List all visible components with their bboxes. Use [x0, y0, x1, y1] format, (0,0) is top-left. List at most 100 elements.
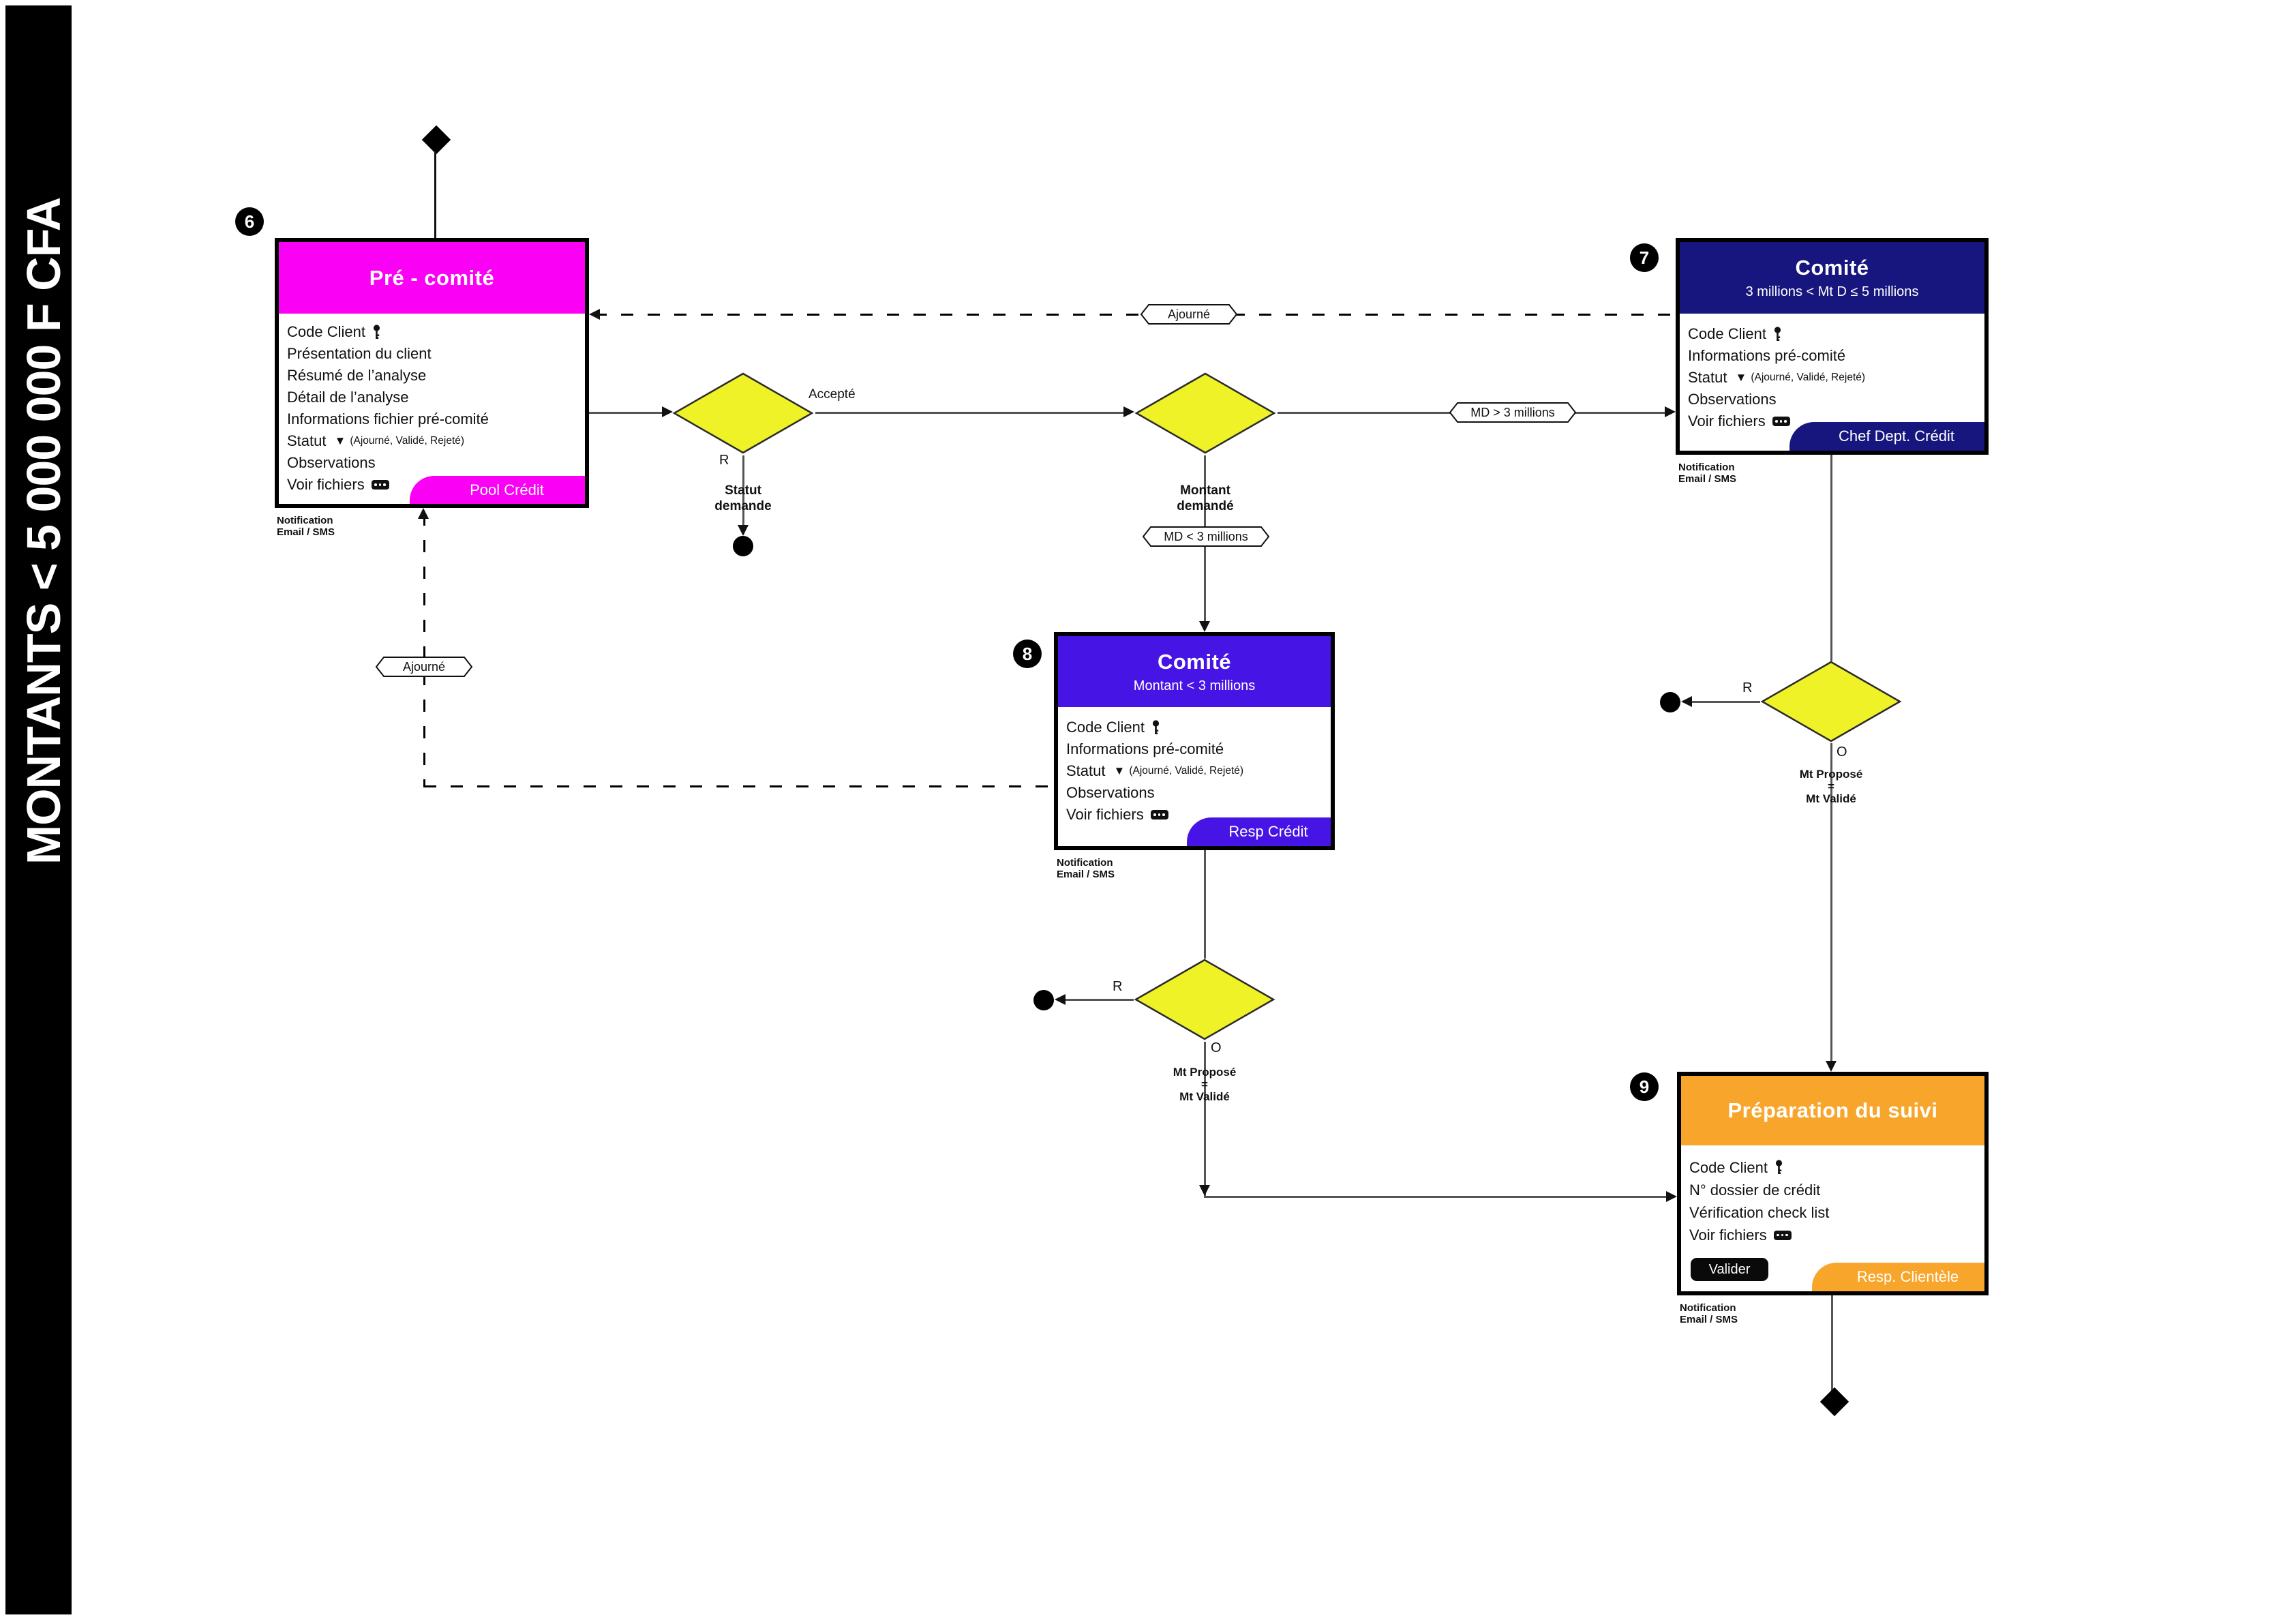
- arrowhead: [589, 309, 600, 320]
- node-header: Comité 3 millions < Mt D ≤ 5 millions: [1680, 242, 1984, 314]
- decision-label: Mt Validé: [1806, 792, 1856, 805]
- field-statut: Statut ▼ (Ajourné, Validé, Rejeté): [1688, 367, 1978, 389]
- decision-mt-propose-right: Mt Proposé = Mt Validé: [1760, 661, 1902, 805]
- hexagon-shape: [1142, 526, 1270, 547]
- connector: [434, 151, 436, 238]
- voir-fichiers-more-icon[interactable]: [371, 480, 389, 490]
- statut-dropdown-icon[interactable]: ▼: [334, 434, 346, 447]
- field-presentation: Présentation du client: [287, 345, 432, 362]
- step-badge-6: 6: [235, 207, 264, 236]
- step-badge-7: 7: [1630, 243, 1659, 272]
- connector: [1066, 999, 1134, 1001]
- decision-label: Mt Proposé: [1173, 1066, 1237, 1079]
- statut-dropdown-icon[interactable]: ▼: [1735, 371, 1747, 384]
- voir-fichiers-more-icon[interactable]: [1150, 810, 1168, 819]
- connector: [815, 412, 1125, 414]
- statut-dropdown-icon[interactable]: ▼: [1113, 764, 1126, 777]
- connector-dashed: [423, 513, 425, 787]
- badge-number: 8: [1022, 643, 1033, 664]
- field-informations: Informations fichier pré-comité: [287, 410, 489, 427]
- node-header: Comité Montant < 3 millions: [1058, 636, 1331, 707]
- decision-label: =: [1201, 1078, 1208, 1091]
- hexagon-shape: [1449, 402, 1577, 423]
- connector: [589, 412, 664, 414]
- arrowhead: [1681, 696, 1692, 707]
- diamond-shape: [672, 372, 814, 454]
- decision-montant-demande: Montant demandé: [1134, 372, 1276, 513]
- field-informations: Informations pré-comité: [1688, 347, 1846, 364]
- edge-label-r: R: [719, 453, 729, 468]
- step-badge-8: 8: [1013, 640, 1042, 668]
- node-subtitle: 3 millions < Mt D ≤ 5 millions: [1745, 284, 1919, 299]
- edge-label-r: R: [1113, 979, 1123, 994]
- decision-label: demande: [714, 499, 772, 513]
- edge-label-md-gt: MD > 3 millions: [1449, 402, 1577, 423]
- arrowhead: [1055, 994, 1066, 1005]
- diamond-shape: [1134, 959, 1275, 1040]
- field-dossier: N° dossier de crédit: [1689, 1181, 1821, 1199]
- node-title: Préparation du suivi: [1727, 1098, 1938, 1122]
- edge-label-md-lt: MD < 3 millions: [1142, 526, 1270, 547]
- node-note: Notification Email / SMS: [1678, 462, 1737, 485]
- node-header: Préparation du suivi: [1681, 1076, 1984, 1145]
- node-fields: Code Client Informations pré-comité Stat…: [1680, 314, 1984, 432]
- field-statut: Statut ▼ (Ajourné, Validé, Rejeté): [1066, 760, 1324, 782]
- end-marker-diamond: [1819, 1387, 1849, 1417]
- decision-label: Mt Validé: [1179, 1090, 1230, 1103]
- decision-label: demandé: [1177, 499, 1234, 513]
- field-code-client: Code Client: [1688, 323, 1978, 345]
- connector: [1831, 1295, 1833, 1392]
- diamond-shape: [1134, 372, 1276, 454]
- node-comite-8: Comité Montant < 3 millions Code Client …: [1054, 632, 1335, 850]
- sidebar-band: MONTANTS < 5 000 000 F CFA: [5, 5, 72, 1614]
- sidebar-title: MONTANTS < 5 000 000 F CFA: [17, 197, 70, 865]
- arrowhead: [662, 406, 673, 417]
- connector: [1204, 1196, 1667, 1198]
- arrowhead: [1123, 406, 1134, 417]
- decision-label: Statut: [725, 483, 761, 498]
- field-voir-fichiers: Voir fichiers: [1688, 410, 1978, 432]
- start-marker-diamond: [421, 125, 451, 155]
- connector: [1692, 701, 1760, 703]
- field-voir-fichiers: Voir fichiers: [287, 474, 578, 496]
- field-observations: Observations: [287, 454, 376, 471]
- key-icon: [1775, 1160, 1783, 1174]
- connector: [1830, 743, 1832, 1062]
- statut-options: (Ajourné, Validé, Rejeté): [350, 435, 465, 447]
- field-informations: Informations pré-comité: [1066, 740, 1224, 757]
- diamond-shape: [1760, 661, 1902, 742]
- field-voir-fichiers: Voir fichiers: [1066, 804, 1324, 826]
- field-code-client: Code Client: [287, 321, 578, 343]
- step-badge-9: 9: [1630, 1072, 1659, 1101]
- field-statut: Statut ▼ (Ajourné, Validé, Rejeté): [287, 430, 578, 452]
- connector: [1204, 850, 1206, 959]
- hexagon-shape: [1140, 304, 1238, 325]
- decision-statut-demande: Statut demande: [672, 372, 814, 513]
- connector-dashed: [424, 785, 1054, 787]
- end-dot: [733, 536, 753, 556]
- voir-fichiers-more-icon[interactable]: [1772, 417, 1790, 426]
- valider-button[interactable]: Valider: [1691, 1258, 1768, 1281]
- role-tab: Resp. Clientèle: [1812, 1263, 1984, 1291]
- field-verification: Vérification check list: [1689, 1203, 1830, 1221]
- connector: [1830, 455, 1832, 661]
- badge-number: 9: [1639, 1076, 1650, 1097]
- field-observations: Observations: [1688, 391, 1777, 408]
- node-note: Notification Email / SMS: [1680, 1302, 1738, 1325]
- voir-fichiers-more-icon[interactable]: [1773, 1230, 1792, 1240]
- edge-label-r: R: [1742, 680, 1753, 695]
- key-icon: [1152, 719, 1160, 734]
- connector: [1204, 1042, 1206, 1196]
- node-subtitle: Montant < 3 millions: [1133, 678, 1256, 693]
- arrowhead: [1199, 1185, 1210, 1196]
- node-preparation-suivi: Préparation du suivi Code Client N° doss…: [1677, 1072, 1989, 1295]
- node-fields: Code Client N° dossier de crédit Vérific…: [1681, 1145, 1984, 1246]
- end-dot: [1660, 692, 1680, 712]
- badge-number: 6: [244, 211, 255, 232]
- node-fields: Code Client Informations pré-comité Stat…: [1058, 707, 1331, 826]
- edge-label-o: O: [1211, 1040, 1222, 1055]
- decision-label: Montant: [1180, 483, 1230, 498]
- node-note: Notification Email / SMS: [277, 515, 335, 538]
- node-comite-7: Comité 3 millions < Mt D ≤ 5 millions Co…: [1676, 238, 1989, 455]
- hexagon-shape: [375, 657, 473, 677]
